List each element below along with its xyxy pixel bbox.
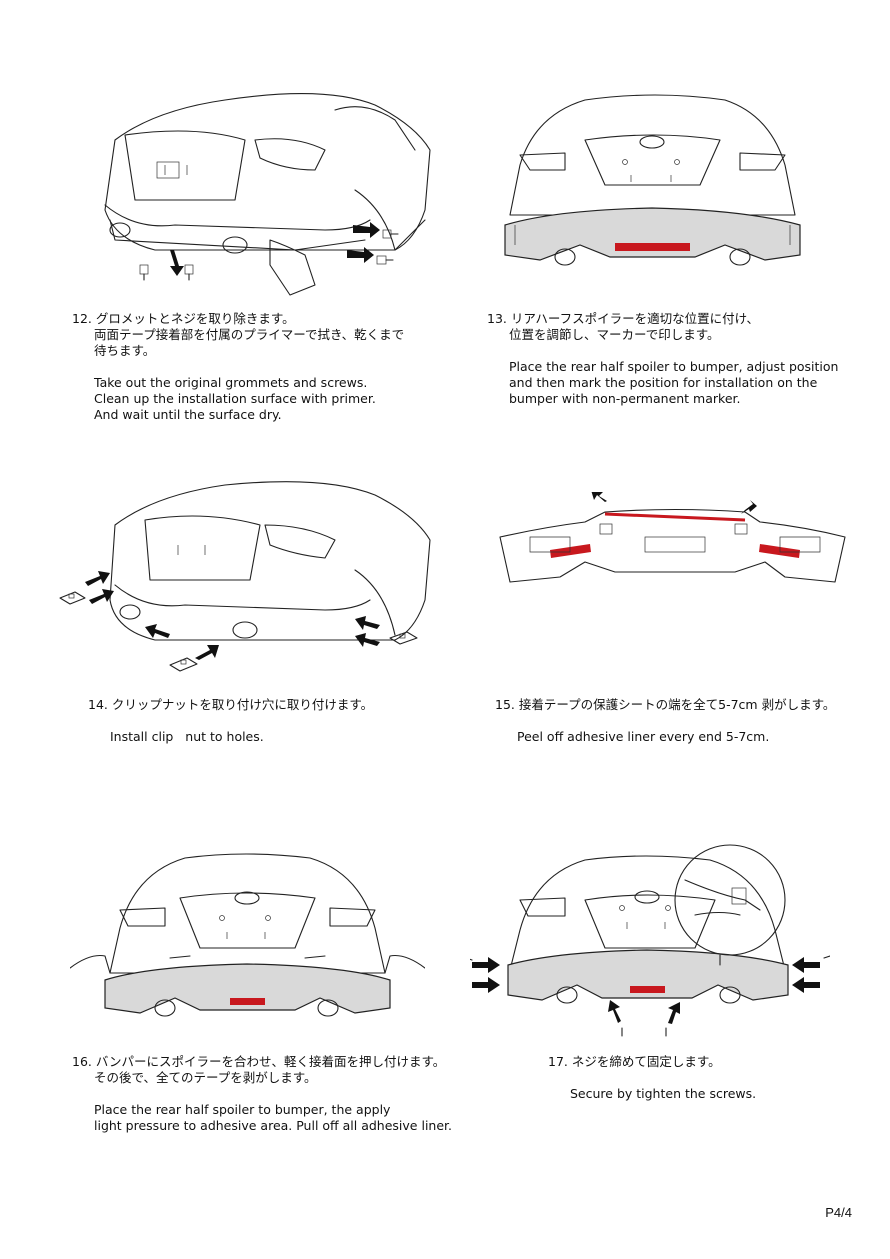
screw-icon (470, 958, 473, 961)
grommet-icon (382, 229, 399, 239)
car-rear-angled-view (104, 93, 431, 296)
screw-icon (184, 264, 194, 281)
step-jp-line: 接着テープの保護シートの端を全て5-7cm 剥がします。 (518, 697, 836, 712)
arrow-icon (145, 624, 170, 638)
step-16-illustration (70, 848, 425, 1028)
step-number: 15. (495, 697, 515, 712)
step-jp-line: リアハーフスポイラーを適切な位置に付け、 (510, 311, 760, 326)
clip-nut-icon (169, 657, 198, 672)
step-15-caption: 15. 接着テープの保護シートの端を全て5-7cm 剥がします。 Peel of… (495, 697, 835, 745)
rear-half-spoiler (104, 963, 391, 1014)
step-en-line: Install clip nut to holes. (110, 729, 264, 744)
car-rear-straight-view (504, 94, 801, 266)
arrow-icon (89, 589, 114, 604)
step-12-illustration (95, 80, 440, 305)
arrow-icon (472, 977, 500, 993)
step-number: 16. (72, 1054, 92, 1069)
hand-icon (269, 239, 316, 296)
step-14-caption: 14. クリップナットを取り付け穴に取り付けます。 Install clip n… (88, 697, 373, 745)
step-jp-line: バンパーにスポイラーを合わせ、軽く接着面を押し付けます。 (95, 1054, 446, 1069)
car-rear-angled-view (59, 481, 431, 672)
screw-icon (376, 255, 394, 265)
clip-nut-icon (389, 631, 418, 645)
arrow-icon (741, 500, 757, 514)
hand-icon (169, 955, 326, 959)
step-17-caption: 17. ネジを締めて固定します。 Secure by tighten the s… (548, 1054, 756, 1102)
step-en-line: Place the rear half spoiler to bumper, a… (509, 359, 839, 374)
arrow-icon (353, 222, 380, 238)
detail-zoom-circle (674, 844, 786, 956)
step-jp-line: 待ちます。 (94, 343, 156, 358)
step-16-caption: 16. バンパーにスポイラーを合わせ、軽く接着面を押し付けます。 その後で、全て… (72, 1054, 452, 1134)
arrow-icon (608, 1000, 621, 1023)
step-number: 13. (487, 311, 507, 326)
arrow-icon (347, 247, 374, 263)
arrow-icon (591, 492, 607, 502)
step-en-line: Take out the original grommets and screw… (94, 375, 368, 390)
step-en-line: Clean up the installation surface with p… (94, 391, 376, 406)
rear-half-spoiler (504, 207, 801, 261)
step-jp-line: 位置を調節し、マーカーで印します。 (509, 327, 720, 342)
step-jp-line: その後で、全てのテープを剥がします。 (94, 1070, 317, 1085)
step-number: 17. (548, 1054, 568, 1069)
step-en-line: bumper with non-permanent marker. (509, 391, 741, 406)
rear-half-spoiler (507, 949, 789, 1001)
arrow-icon (195, 645, 219, 660)
clip-nut-icon (59, 591, 86, 605)
step-jp-line: 両面テープ接着部を付属のプライマーで拭き、乾くまで (94, 327, 405, 342)
screw-icon (139, 264, 149, 281)
page-number: P4/4 (825, 1205, 852, 1220)
screw-icon (823, 955, 830, 959)
arrow-icon (668, 1002, 680, 1024)
arrow-icon (170, 250, 184, 276)
step-13-illustration (495, 85, 810, 275)
car-rear-straight-view (70, 853, 425, 1017)
arrow-icon (792, 977, 820, 993)
arrow-icon (355, 633, 380, 647)
step-en-line: Peel off adhesive liner every end 5-7cm. (517, 729, 770, 744)
step-en-line: Secure by tighten the screws. (570, 1086, 757, 1101)
step-en-line: Place the rear half spoiler to bumper, t… (94, 1102, 391, 1117)
spoiler-part-view (499, 492, 846, 583)
step-14-illustration (55, 470, 450, 675)
step-12-caption: 12. グロメットとネジを取り除きます。 両面テープ接着部を付属のプライマーで拭… (72, 311, 404, 423)
step-en-line: and then mark the position for installat… (509, 375, 818, 390)
step-15-illustration (495, 492, 850, 592)
step-jp-line: グロメットとネジを取り除きます。 (95, 311, 295, 326)
arrow-icon (792, 957, 820, 973)
step-13-caption: 13. リアハーフスポイラーを適切な位置に付け、 位置を調節し、マーカーで印しま… (487, 311, 838, 407)
arrow-icon (355, 616, 380, 630)
arrow-icon (472, 957, 500, 973)
step-number: 12. (72, 311, 92, 326)
step-en-line: light pressure to adhesive area. Pull of… (94, 1118, 452, 1133)
arrow-icon (85, 571, 110, 586)
car-rear-straight-view (470, 844, 830, 1037)
step-jp-line: クリップナットを取り付け穴に取り付けます。 (111, 697, 374, 712)
hand-icon (70, 954, 425, 974)
step-en-line: And wait until the surface dry. (94, 407, 282, 422)
step-17-illustration (470, 840, 830, 1040)
step-jp-line: ネジを締めて固定します。 (571, 1054, 721, 1069)
step-number: 14. (88, 697, 108, 712)
